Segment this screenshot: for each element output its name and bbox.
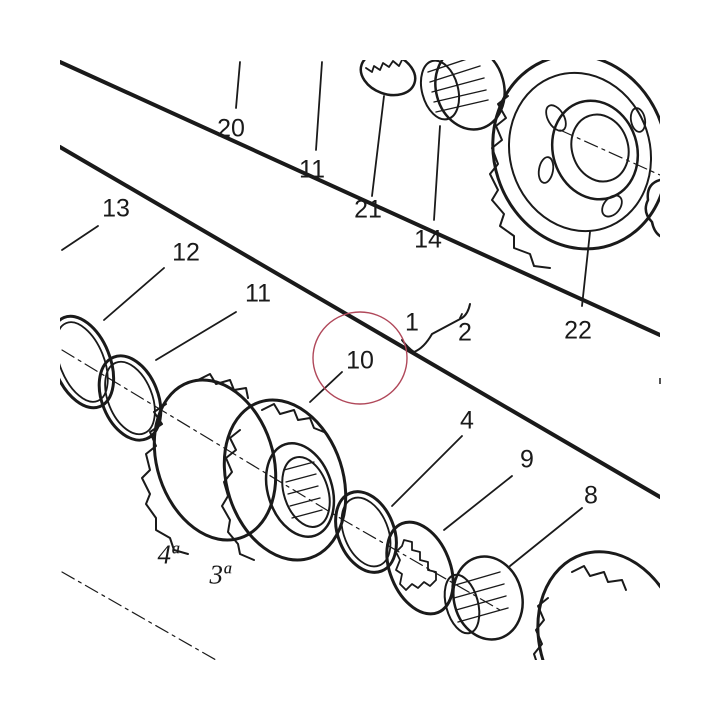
circlip-4 [334, 490, 398, 574]
callout-21: 21 [354, 195, 382, 224]
assembly-brace [401, 303, 471, 353]
splined-washer-21 [359, 60, 417, 97]
leader-12 [103, 267, 165, 321]
callout-8: 8 [584, 481, 598, 510]
leader-21 [371, 95, 385, 197]
leader-11-mid [155, 311, 237, 361]
snap-ring-12 [60, 314, 116, 410]
leader-4 [391, 435, 463, 507]
upper-shaft-line [60, 60, 660, 337]
snap-ring-11 [97, 354, 163, 442]
leader-8 [509, 507, 583, 567]
lower-shaft-line [60, 145, 660, 499]
callout-9: 9 [520, 445, 534, 474]
callout-12: 12 [172, 238, 200, 267]
callout-1: 1 [405, 308, 419, 337]
callout-11-top: 11 [299, 155, 325, 184]
leader-11-top [315, 61, 323, 151]
highlight-circle [312, 311, 408, 405]
needle-bearing-8 [443, 555, 524, 641]
partial-gear-right [644, 178, 660, 238]
leader-14 [433, 125, 441, 221]
leader-2 [459, 313, 463, 319]
callout-22: 22 [564, 316, 592, 345]
needle-bearing-14 [419, 60, 506, 131]
upper-centerline [559, 129, 660, 176]
callout-11-mid: 11 [245, 279, 271, 308]
callout-13: 13 [102, 194, 130, 223]
lower-centerline-2 [339, 517, 501, 611]
bottom-centerline [61, 571, 217, 660]
callout-20: 20 [217, 114, 245, 143]
gear-22 [489, 60, 660, 269]
callout-4: 4 [460, 406, 474, 435]
gear-tag-4th: 4ª [157, 539, 179, 570]
gear-tag-3rd: 3ª [209, 559, 231, 590]
callout-14: 14 [414, 225, 442, 254]
callout-2: 2 [458, 318, 472, 347]
leader-13 [61, 225, 99, 251]
leader-22 [581, 231, 591, 307]
leader-9 [443, 475, 513, 531]
splined-washer-9 [385, 520, 455, 616]
leader-10 [309, 371, 343, 403]
leader-20 [235, 61, 241, 109]
callout-10: 10 [346, 346, 374, 375]
gear-cluster-10 [141, 373, 348, 562]
partial-gear-lower-right [533, 550, 660, 660]
lower-centerline [61, 349, 341, 519]
